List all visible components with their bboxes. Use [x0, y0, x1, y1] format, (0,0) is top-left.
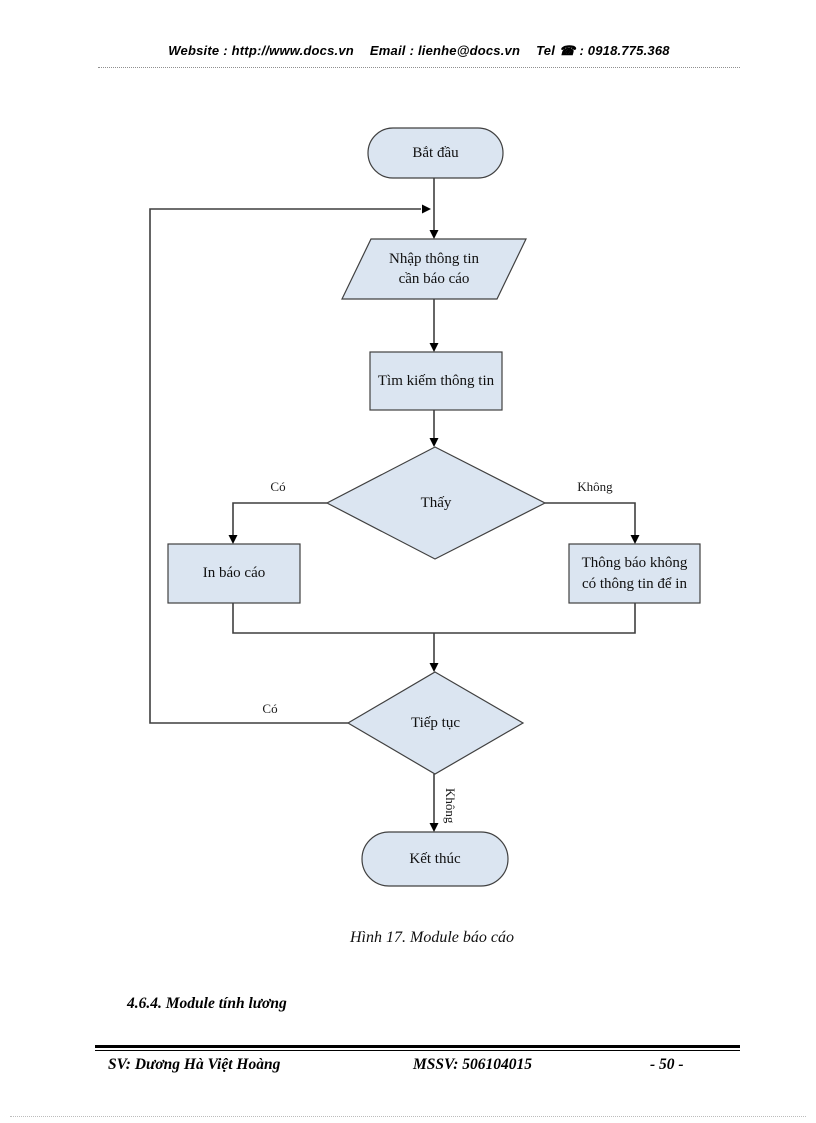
- print-label: In báo cáo: [202, 565, 266, 582]
- arrowhead-into-input: [429, 230, 439, 239]
- header-rule: [98, 67, 740, 68]
- input-label-line1: Nhập thông tin: [389, 250, 479, 267]
- footer-student-name: SV: Dương Hà Việt Hoàng: [108, 1056, 281, 1073]
- decision-continue-label: Tiếp tục: [410, 714, 461, 731]
- section-heading: 4.6.4. Module tính lương: [127, 995, 287, 1012]
- header-tel-value: : 0918.775.368: [579, 43, 670, 58]
- input-label-line2: cần báo cáo: [398, 271, 470, 287]
- input-label: Nhập thông tin cần báo cáo: [342, 239, 526, 299]
- footer-page-number: - 50 -: [650, 1056, 684, 1073]
- phone-icon: ☎: [559, 43, 576, 58]
- arrowhead-into-end: [429, 823, 439, 832]
- header-website-value: : http://www.docs.vn: [223, 43, 354, 58]
- connector-found-yes: [232, 502, 327, 536]
- decision-continue-shape: [346, 671, 525, 775]
- edge-label-continue-yes: Có: [262, 701, 278, 716]
- input-parallelogram-shape: [341, 238, 527, 300]
- edge-label-found-no: Không: [577, 479, 613, 494]
- notify-process-shape: [568, 543, 701, 604]
- bottom-dotted-rule: [10, 1116, 806, 1117]
- header-website-label: Website: [168, 43, 220, 58]
- footer-rule: [95, 1045, 740, 1051]
- arrowhead-into-decision-found: [429, 438, 439, 447]
- connector-loop-back: [149, 208, 421, 724]
- arrowhead-loop-junction: [422, 204, 431, 214]
- notify-label-line1: Thông báo không: [581, 555, 688, 572]
- decision-found-label: Thấy: [420, 494, 452, 511]
- arrowhead-into-print: [228, 535, 238, 544]
- edge-label-continue-no: Không: [443, 788, 458, 824]
- notify-label-line2: có thông tin để in: [581, 575, 687, 592]
- end-terminator-shape: [361, 831, 509, 887]
- figure-caption: Hình 17. Module báo cáo: [350, 929, 514, 946]
- page-header: Website: http://www.docs.vn Email: lienhe…: [98, 43, 740, 59]
- edge-label-found-yes: Có: [270, 479, 286, 494]
- arrowhead-into-decision-continue: [429, 663, 439, 672]
- footer-student-id: MSSV: 506104015: [413, 1056, 532, 1073]
- arrowhead-into-search: [429, 343, 439, 352]
- print-process-shape: [167, 543, 301, 604]
- header-email-label: Email: [369, 43, 406, 58]
- end-label: Kết thúc: [409, 850, 461, 867]
- search-label: Tìm kiếm thông tin: [377, 372, 495, 389]
- header-tel-label: Tel: [536, 43, 556, 58]
- connector-found-no: [545, 502, 636, 536]
- search-process-shape: [369, 351, 503, 411]
- arrowhead-into-notify: [630, 535, 640, 544]
- header-email-value: : lienhe@docs.vn: [409, 43, 521, 58]
- start-terminator-shape: [367, 127, 504, 179]
- notify-label: Thông báo không có thông tin để in: [569, 544, 700, 603]
- start-label: Bắt đầu: [412, 144, 459, 161]
- decision-found-shape: [325, 446, 547, 560]
- connector-merge: [232, 603, 636, 634]
